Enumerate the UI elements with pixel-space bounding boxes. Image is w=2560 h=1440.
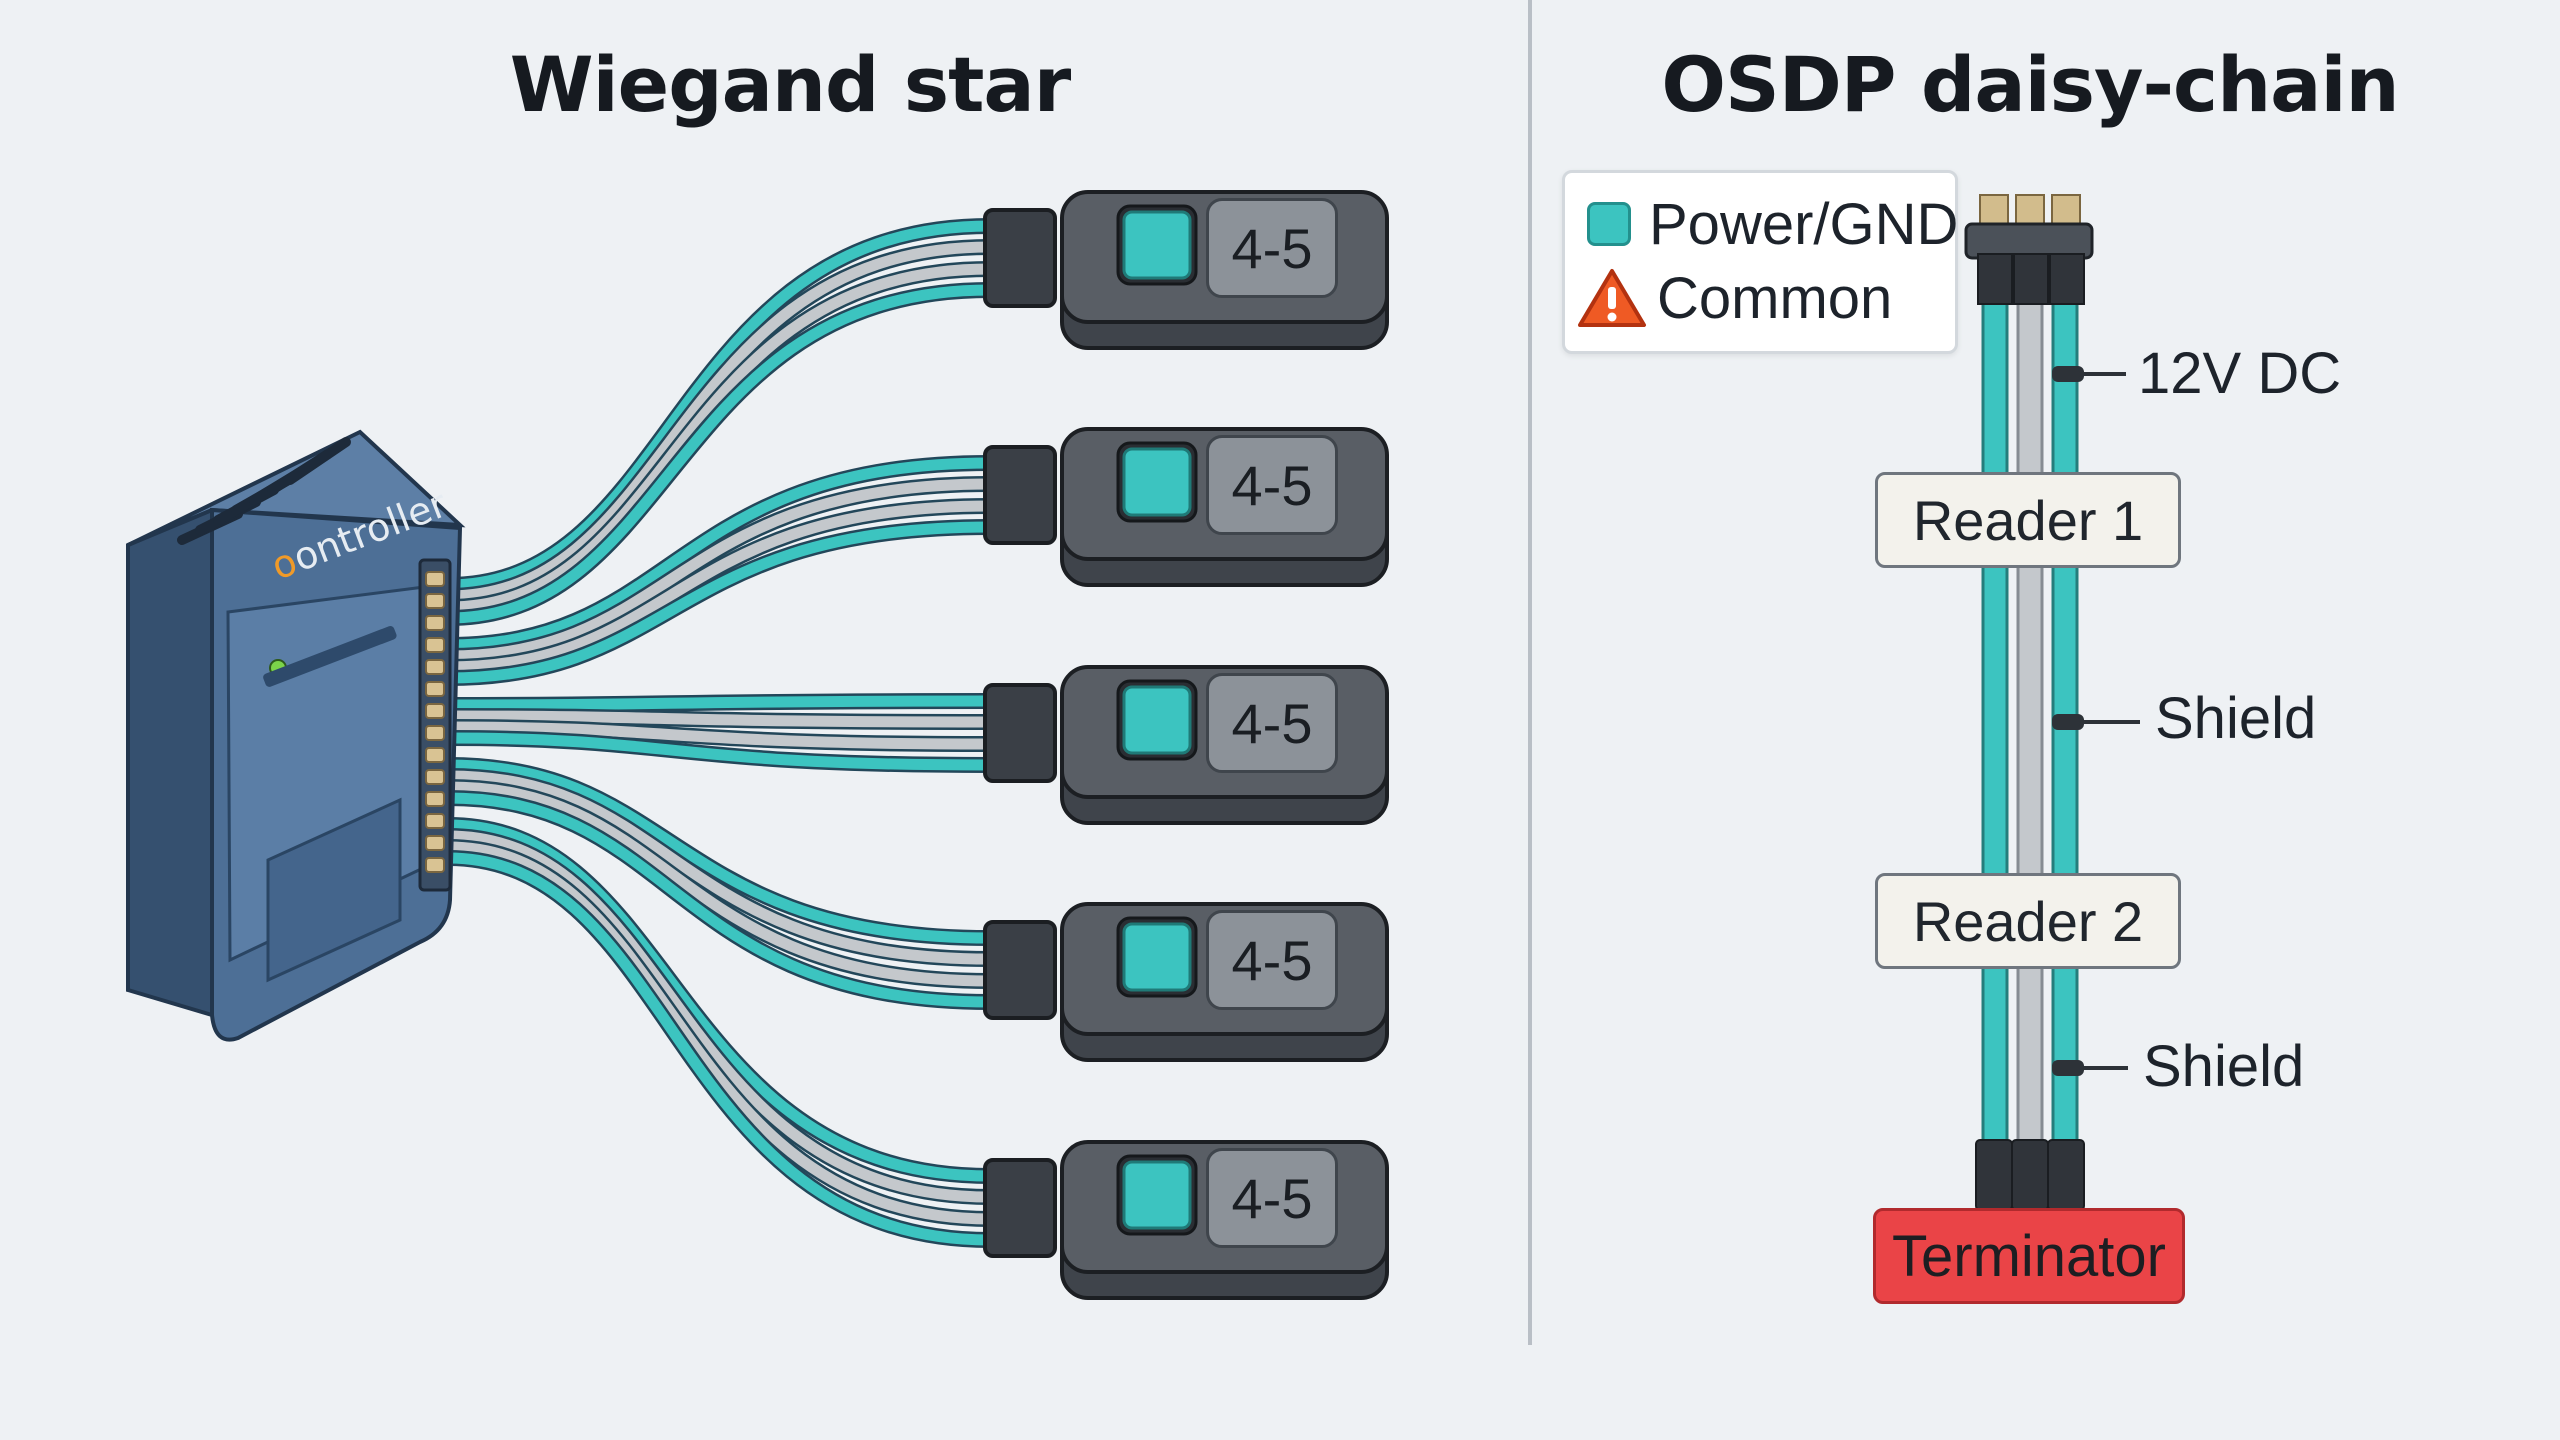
teal-wire [442,695,996,711]
gray-wire [442,710,996,728]
gray-wire [442,721,996,750]
osdp-reader-1: Reader 1 [1875,472,2181,568]
osdp-reader-2: Reader 2 [1875,873,2181,969]
legend-item-common: Common [1578,263,1893,333]
teal-indicator-icon [1122,922,1192,992]
teal-wire [442,852,996,1246]
label-leader-lines [2052,366,2140,1076]
terminal-screw-icon [425,571,445,587]
terminal-screw-icon [425,857,445,873]
teal-indicator-icon [1122,447,1192,517]
osdp-chain-diagram [1964,194,2140,1222]
reader-connector [983,445,1057,545]
teal-square-icon [1587,202,1631,246]
terminal-screw-icon [425,725,445,741]
teal-wire [442,732,996,771]
reader-connector [983,920,1057,1020]
terminal-screw-icon [425,637,445,653]
wiegand-wires [440,218,998,1248]
teal-wire [442,759,996,944]
gray-wire [442,830,996,1203]
teal-indicator-icon [1122,685,1192,755]
power-wire-label: 12V DC [2138,341,2342,406]
teal-wire [442,457,996,651]
gray-wire [442,781,996,987]
controller-vents [177,437,351,545]
controller-top [127,429,466,547]
gray-wire [442,841,996,1225]
teal-wire [442,521,996,684]
reader-label-pill: 4-5 [1206,673,1338,773]
legend-box: Power/GND Common [1562,170,1958,354]
controller-device: oontroller [126,429,466,1042]
panel-divider [1528,0,1532,1345]
shield-label-1: Shield [2155,686,2317,751]
terminal-screw-icon [425,813,445,829]
osdp-wire-bundle [1981,298,2079,1222]
wiegand-star-title: Wiegand star [509,40,1071,129]
terminal-screw-icon [425,615,445,631]
controller-lower-panel [266,797,402,983]
teal-wire [442,284,996,624]
reader-connector [983,1158,1057,1258]
gray-wire [442,770,996,965]
reader-label-pill: 4-5 [1206,1148,1338,1248]
warning-triangle-icon [1578,269,1646,327]
gray-wire [442,241,996,602]
terminal-screw-icon [425,681,445,697]
reader-label-pill: 4-5 [1206,435,1338,535]
wiegand-star-diagram: oontroller [126,190,1389,1300]
teal-wire [442,220,996,591]
bottom-connector [1975,1139,2085,1211]
teal-wire [442,792,996,1008]
terminal-screw-icon [425,791,445,807]
terminal-screw-icon [425,593,445,609]
gray-wire [442,500,996,673]
top-connector [1964,194,2094,305]
legend-label-power: Power/GND [1649,191,1959,257]
card-slot [263,625,397,687]
legend-item-power: Power/GND [1587,189,1958,259]
reader-label-pill: 4-5 [1206,910,1338,1010]
osdp-daisy-chain-title: OSDP daisy-chain [1661,40,2399,129]
shield-label-2: Shield [2143,1034,2305,1099]
controller-terminals [425,571,445,873]
teal-wire [442,819,996,1182]
controller-side [126,504,214,1018]
teal-indicator-icon [1122,1160,1192,1230]
terminal-screw-icon [425,703,445,719]
terminal-screw-icon [425,769,445,785]
terminal-screw-icon [425,835,445,851]
reader-connector [983,208,1057,308]
gray-wire [442,263,996,613]
teal-indicator-icon [1122,210,1192,280]
reader-connector [983,683,1057,783]
terminal-screw-icon [425,659,445,675]
gray-wire [442,478,996,662]
reader-label-pill: 4-5 [1206,198,1338,298]
legend-label-common: Common [1657,265,1893,331]
terminal-screw-icon [425,747,445,763]
osdp-terminator: Terminator [1873,1208,2185,1304]
